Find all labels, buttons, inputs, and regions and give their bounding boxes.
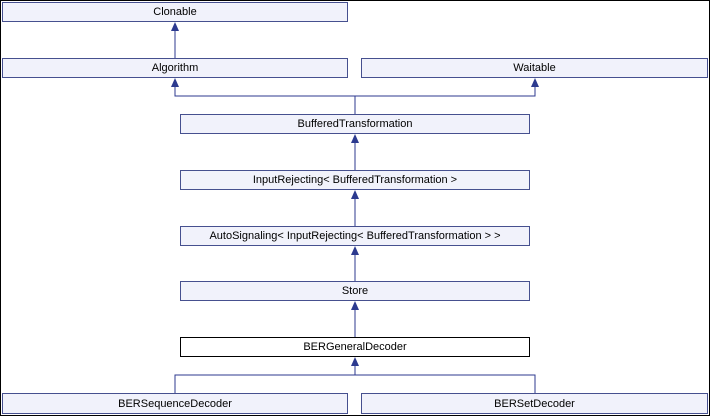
- node-inputrejecting-label: InputRejecting< BufferedTransformation >: [252, 174, 458, 186]
- arrowhead-algorithm: [171, 78, 179, 87]
- inheritance-arrowheads: [171, 22, 539, 366]
- node-bergeneraldecoder-label: BERGeneralDecoder: [303, 341, 407, 353]
- inheritance-edge-lines: [174, 24, 536, 393]
- node-autosignaling-label: AutoSignaling< InputRejecting< BufferedT…: [209, 230, 501, 242]
- node-waitable[interactable]: Waitable: [361, 58, 708, 78]
- node-clonable-label: Clonable: [153, 6, 197, 18]
- node-bersetdecoder-label: BERSetDecoder: [494, 397, 575, 410]
- edge-bt-join: [174, 80, 536, 97]
- arrowhead-waitable: [531, 78, 539, 87]
- node-autosignaling[interactable]: AutoSignaling< InputRejecting< BufferedT…: [180, 226, 530, 246]
- node-inputrejecting[interactable]: InputRejecting< BufferedTransformation >: [180, 170, 530, 190]
- node-store-label: Store: [341, 285, 369, 297]
- arrowhead-autosignaling: [351, 246, 359, 255]
- edge-bottom-join: [174, 374, 536, 393]
- arrowhead-bufferedtransformation: [351, 134, 359, 143]
- node-bersetdecoder[interactable]: BERSetDecoder: [361, 393, 708, 414]
- node-algorithm[interactable]: Algorithm: [2, 58, 348, 78]
- node-bersequencedecoder[interactable]: BERSequenceDecoder: [2, 393, 348, 414]
- node-clonable[interactable]: Clonable: [2, 2, 348, 22]
- node-bersequencedecoder-label: BERSequenceDecoder: [118, 397, 232, 410]
- arrowhead-clonable: [171, 22, 179, 31]
- arrowhead-inputrejecting: [351, 190, 359, 199]
- node-waitable-label: Waitable: [513, 62, 556, 74]
- node-algorithm-label: Algorithm: [151, 62, 199, 74]
- arrowhead-bergeneraldecoder: [351, 357, 359, 366]
- arrowhead-store: [351, 301, 359, 310]
- node-bergeneraldecoder-current: BERGeneralDecoder: [180, 337, 530, 357]
- node-store[interactable]: Store: [180, 281, 530, 301]
- node-bufferedtransformation[interactable]: BufferedTransformation: [180, 114, 530, 134]
- node-bufferedtransformation-label: BufferedTransformation: [297, 118, 413, 130]
